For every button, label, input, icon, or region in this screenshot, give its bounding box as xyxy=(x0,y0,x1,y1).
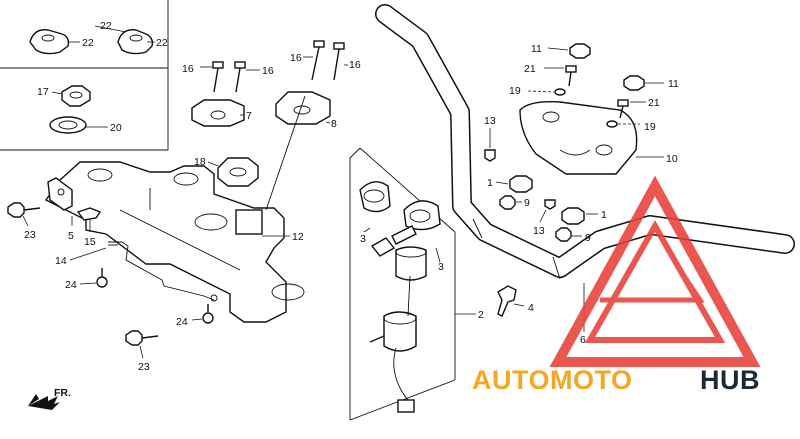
inset-frame xyxy=(0,0,169,151)
callout-16: 16 xyxy=(349,59,361,71)
callout-4: 4 xyxy=(528,302,534,314)
cap-part xyxy=(569,43,645,91)
watermark-brand-part1: AUTOMOTO xyxy=(472,365,633,395)
callout-9: 9 xyxy=(585,232,591,244)
watermark-logo xyxy=(549,175,761,367)
callout-9: 9 xyxy=(524,197,530,209)
callout-13: 13 xyxy=(484,115,496,127)
callout-16: 16 xyxy=(262,65,274,77)
callout-13: 13 xyxy=(533,225,545,237)
callout-14: 14 xyxy=(55,255,67,267)
callout-22: 22 xyxy=(82,37,94,49)
callout-23: 23 xyxy=(24,229,36,241)
bushing-part xyxy=(217,157,259,187)
callout-24: 24 xyxy=(65,279,77,291)
bolt-part xyxy=(212,40,345,93)
callout-8: 8 xyxy=(331,118,337,130)
callout-22: 22 xyxy=(156,37,168,49)
bracket-part xyxy=(47,177,102,221)
callout-19: 19 xyxy=(644,121,656,133)
key-part xyxy=(497,285,517,317)
callout-5: 5 xyxy=(68,230,74,242)
callout-1: 1 xyxy=(601,209,607,221)
callout-15: 15 xyxy=(84,236,96,248)
callout-20: 20 xyxy=(110,122,122,134)
wire-clamp-part xyxy=(108,241,218,302)
callout-10: 10 xyxy=(666,153,678,165)
callout-1: 1 xyxy=(487,177,493,189)
upper-holder-part xyxy=(29,29,154,55)
direction-label: FR. xyxy=(54,387,71,399)
top-bridge-part xyxy=(44,161,305,323)
screw-part xyxy=(484,149,556,210)
callout-11: 11 xyxy=(668,78,679,90)
callout-12: 12 xyxy=(292,231,304,243)
washer-part xyxy=(554,88,618,128)
direction-arrow xyxy=(28,394,60,410)
callout-21: 21 xyxy=(648,97,660,109)
bolt-part xyxy=(565,65,629,119)
bolt-part xyxy=(7,202,159,346)
callout-21: 21 xyxy=(524,63,536,75)
callout-19: 19 xyxy=(509,85,521,97)
handlebar-holder-part xyxy=(519,100,638,175)
ignition-switch-part xyxy=(349,147,456,421)
cushion-part xyxy=(509,175,585,225)
callout-16: 16 xyxy=(290,52,302,64)
callout-3: 3 xyxy=(360,233,366,245)
watermark-brand-part2: HUB xyxy=(700,365,760,395)
callout-6: 6 xyxy=(580,334,586,346)
callout-22: 22 xyxy=(100,20,112,32)
lower-holder-part xyxy=(191,91,331,127)
callout-7: 7 xyxy=(246,110,252,122)
nut-part xyxy=(61,85,91,107)
callout-16: 16 xyxy=(182,63,194,75)
callout-11: 11 xyxy=(531,43,542,55)
callout-18: 18 xyxy=(194,156,206,168)
callout-23: 23 xyxy=(138,361,150,373)
callout-2: 2 xyxy=(478,309,484,321)
screw-part xyxy=(96,268,214,324)
callout-17: 17 xyxy=(37,86,49,98)
nut-part xyxy=(499,195,572,242)
washer-part xyxy=(49,116,87,134)
callout-3: 3 xyxy=(438,261,444,273)
callout-24: 24 xyxy=(176,316,188,328)
